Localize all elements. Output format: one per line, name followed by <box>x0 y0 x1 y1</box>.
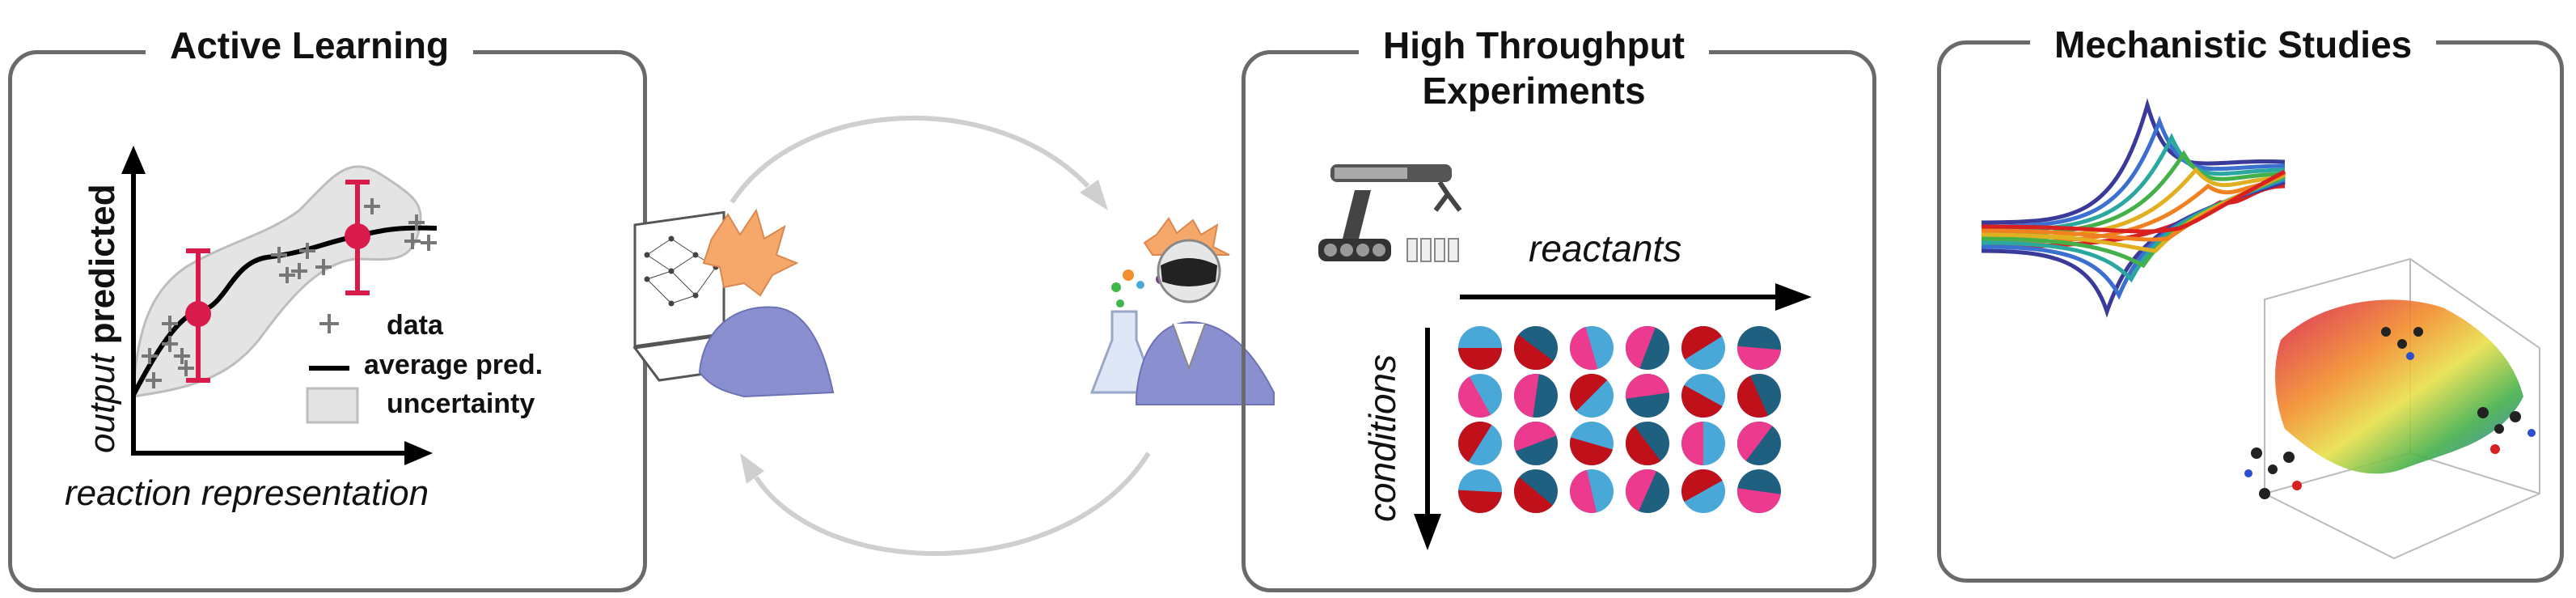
reaction-well <box>1458 374 1502 418</box>
bottom-arc-arrow <box>754 452 1151 556</box>
scientist-laptop-illustration <box>632 208 835 398</box>
top-arc-arrowhead <box>1080 180 1108 210</box>
reaction-well <box>1570 422 1614 465</box>
y-axis-arrow <box>121 146 146 174</box>
reactants-label: reactants <box>1529 227 1682 269</box>
reaction-well <box>1570 326 1614 370</box>
energy-surface <box>2275 299 2523 474</box>
scientist-hair <box>702 208 799 297</box>
lab-coat <box>1136 320 1275 405</box>
x-axis-arrow <box>404 441 433 465</box>
reaction-well <box>1626 469 1669 513</box>
robot-arm-icon <box>1318 164 1462 262</box>
bubble-3 <box>1136 281 1144 289</box>
reaction-well <box>1458 422 1502 465</box>
uncertainty-band <box>132 165 422 398</box>
reaction-well <box>1514 374 1558 418</box>
conditions-arrowhead <box>1414 514 1441 550</box>
reaction-well <box>1626 422 1669 465</box>
legend-uncertainty-label: uncertainty <box>387 388 535 419</box>
scientist-body <box>698 306 835 398</box>
bottom-arc-arrowhead <box>740 453 764 484</box>
error-bar-1 <box>185 248 211 383</box>
reaction-well <box>1570 374 1614 418</box>
bubble-2 <box>1123 269 1134 281</box>
legend-box <box>306 387 359 424</box>
hte-title: High Throughput Experiments <box>1359 23 1709 113</box>
reaction-well <box>1681 374 1725 418</box>
error-bar-2 <box>345 180 370 295</box>
reaction-well <box>1514 422 1558 465</box>
active-learning-title: Active Learning <box>146 23 474 68</box>
reaction-well <box>1681 469 1725 513</box>
scientist-flask-illustration <box>1089 217 1275 405</box>
bubble-4 <box>1116 299 1124 307</box>
coat-collar <box>1172 323 1206 371</box>
hte-title-line1: High Throughput <box>1383 24 1685 66</box>
x-axis-label: reaction representation <box>65 473 429 513</box>
goggles <box>1161 258 1217 286</box>
reaction-well <box>1626 326 1669 370</box>
mechanistic-title: Mechanistic Studies <box>2030 22 2437 67</box>
reaction-well <box>1626 374 1669 418</box>
molecule-right <box>2477 407 2536 454</box>
average-curve <box>131 225 438 397</box>
active-learning-plot <box>121 146 438 465</box>
legend-average-label: average pred. <box>364 350 544 380</box>
reaction-well <box>1514 326 1558 370</box>
reaction-well <box>1681 422 1725 465</box>
top-arc-arrow <box>730 115 1090 204</box>
conditions-label: conditions <box>1361 354 1403 522</box>
reaction-well <box>1737 374 1781 418</box>
reaction-well <box>1514 469 1558 513</box>
molecule-left <box>2244 447 2302 499</box>
bubble-1 <box>1111 282 1121 292</box>
reaction-pie-grid <box>1458 326 1781 513</box>
data-points <box>142 198 437 388</box>
cyclic-voltammogram-plot <box>1981 98 2286 318</box>
legend-data-label: data <box>387 310 443 341</box>
reaction-well <box>1737 422 1781 465</box>
reaction-well <box>1737 469 1781 513</box>
reaction-well <box>1737 326 1781 370</box>
reaction-well <box>1458 326 1502 370</box>
reaction-well <box>1458 469 1502 513</box>
energy-surface-plot <box>2244 257 2540 560</box>
reaction-well <box>1570 469 1614 513</box>
reaction-well <box>1681 326 1725 370</box>
molecule-top <box>2381 327 2423 360</box>
hte-title-line2: Experiments <box>1422 70 1646 112</box>
